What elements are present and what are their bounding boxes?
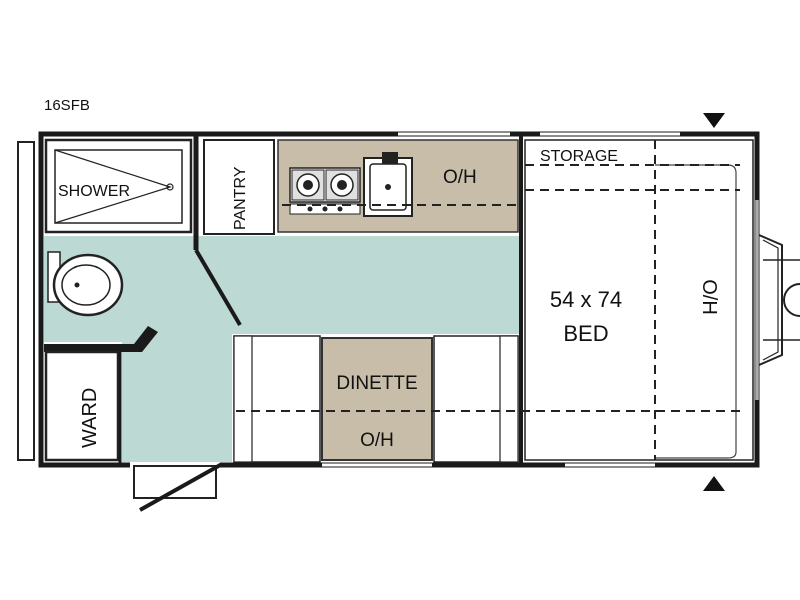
bed — [524, 139, 754, 461]
floor-area — [44, 236, 520, 462]
pantry-label: PANTRY — [232, 166, 249, 230]
shower-pan — [54, 149, 183, 224]
entry-step — [133, 465, 217, 499]
bed-size-label: 54 x 74 — [550, 287, 622, 312]
model-number: 16SFB — [44, 97, 90, 114]
storage-label: STORAGE — [540, 148, 618, 165]
bath-door — [194, 248, 242, 327]
dinette-label: DINETTE — [336, 373, 417, 394]
shower-drain-icon — [166, 183, 174, 191]
wardrobe-label: WARD — [79, 388, 101, 448]
wardrobe-wall — [44, 326, 158, 352]
dinette-bench-left-back — [233, 335, 253, 463]
rear-window — [17, 141, 35, 461]
shower-slope-lines — [54, 149, 172, 224]
sink-icon — [363, 152, 413, 217]
entry-door-icon — [139, 462, 223, 512]
triangle-marker-icon-bottom — [703, 476, 725, 491]
stove-burner-icon — [289, 167, 361, 215]
shower-label: SHOWER — [58, 183, 130, 200]
dinette-table — [321, 337, 433, 461]
pantry-cabinet — [203, 139, 275, 235]
dinette-overhead-label: O/H — [360, 430, 394, 451]
toilet-icon — [47, 251, 124, 317]
hitch-icon — [758, 234, 800, 366]
kitchen-overhead-label: O/H — [443, 167, 477, 188]
triangle-marker-icon-top — [703, 113, 725, 128]
bed-label: BED — [563, 321, 608, 346]
front-overhead-label: O/H — [698, 279, 720, 315]
bed-mattress — [655, 164, 737, 459]
wardrobe — [44, 350, 120, 462]
dinette-bench-right-back — [499, 335, 519, 463]
